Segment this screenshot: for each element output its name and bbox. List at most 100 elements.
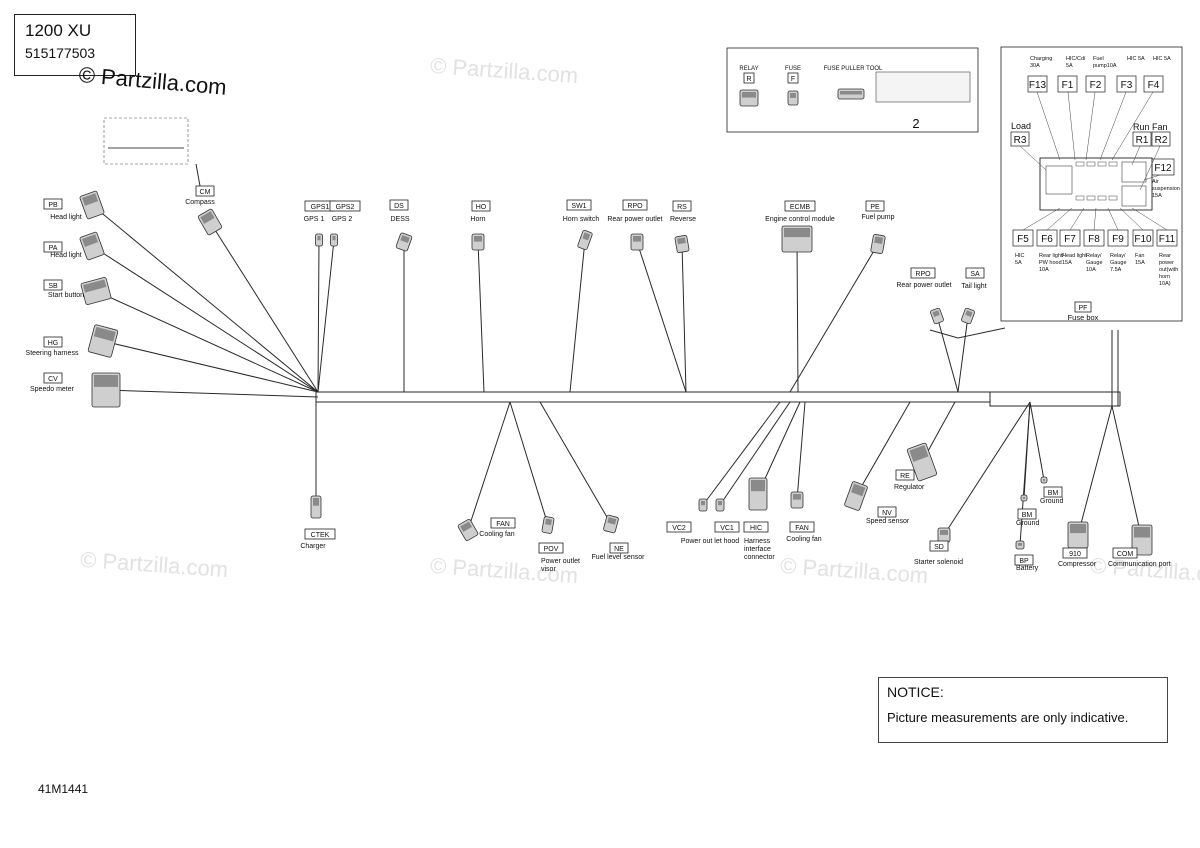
- code-box: [566, 199, 592, 211]
- connector-label-rpo1: Rear power outlet: [607, 216, 662, 223]
- connector-label-hg: Steering harness: [26, 350, 79, 357]
- plug-detail: [93, 326, 116, 342]
- relay-slot: [1151, 131, 1171, 147]
- connector-hic: [748, 477, 768, 511]
- connector-ds: [395, 232, 413, 252]
- connector-pov: [541, 516, 555, 534]
- connector-bm1: [1040, 476, 1048, 484]
- connector-label-hic: connector: [744, 554, 775, 561]
- part-number: 515177503: [25, 45, 96, 61]
- connector-pe: [870, 234, 886, 254]
- fuse-rating: HIC: [1015, 253, 1025, 259]
- code-box: [1014, 554, 1034, 566]
- fuse-icon: [787, 90, 799, 106]
- branch-wire-com: [1111, 405, 1143, 541]
- connector-code-gps2: GPS2: [336, 204, 355, 211]
- plug-detail: [909, 445, 929, 462]
- fuse-rating: Head light: [1062, 253, 1087, 259]
- plug-detail: [940, 530, 948, 535]
- code-box: [965, 267, 985, 279]
- connector-gps2: [330, 233, 338, 247]
- connector-code-hic: HIC: [750, 525, 762, 532]
- branch-wire-pov: [509, 401, 549, 526]
- code-box: [1043, 486, 1063, 498]
- fuse-leader-line: [1131, 207, 1168, 231]
- plug-detail: [582, 232, 591, 241]
- connector-ne: [603, 514, 619, 534]
- fuse-rating: 10A: [1039, 267, 1049, 273]
- legend-label: FUSE: [785, 66, 801, 72]
- fuse-socket: [1075, 195, 1085, 201]
- code-box: [865, 200, 885, 212]
- connector-label-cv: Speedo meter: [30, 386, 75, 393]
- connector-code-bm1: BM: [1048, 490, 1059, 497]
- plug-detail: [474, 236, 482, 242]
- compass-detail-inset: [103, 117, 189, 165]
- connector-rs: [674, 234, 690, 254]
- fuse-slot: [1027, 75, 1048, 93]
- connector-label-rpo2: Rear power outlet: [896, 282, 951, 289]
- connector-code-bp: BP: [1019, 558, 1029, 565]
- branch-wire-nv: [855, 401, 911, 497]
- connector-label-pf: Fuse box: [1068, 313, 1099, 322]
- plug-detail: [82, 193, 99, 206]
- code-box: [389, 199, 409, 211]
- code-box: [538, 542, 564, 554]
- connector-code-nv: NV: [882, 510, 892, 517]
- plug-detail: [94, 375, 118, 387]
- legend-label: RELAY: [739, 66, 758, 72]
- plug-detail: [742, 92, 756, 98]
- fuse-rating: 10A): [1159, 281, 1171, 287]
- branch-wire-fan2: [796, 401, 806, 501]
- fuse-socket: [1075, 161, 1085, 167]
- fuse-rating: pump10A: [1093, 63, 1117, 69]
- code-box: [490, 517, 516, 529]
- branch-wire-c910: [1077, 405, 1113, 536]
- fuse-leader-line: [1099, 91, 1127, 161]
- fuse-rating: HIC 5A: [1127, 56, 1145, 62]
- branch-wire-hg: [102, 340, 319, 393]
- relay-code: R1: [1136, 135, 1149, 146]
- plug-detail: [965, 310, 973, 317]
- plug-detail: [784, 228, 810, 238]
- fuse-chart-label-icon: [875, 71, 971, 103]
- connector-re: [906, 442, 938, 482]
- branch-wire-bp: [1019, 401, 1031, 546]
- branch-wire-pb: [91, 204, 319, 393]
- connector-ctek: [310, 495, 322, 519]
- connector-code-sa: SA: [970, 271, 980, 278]
- fuse-code: F8: [1088, 234, 1100, 245]
- connector-label-vc1: Power out let hood: [681, 538, 739, 545]
- plug-detail: [317, 236, 321, 241]
- branch-wire-ecmb: [796, 238, 799, 393]
- fuse-code: F13: [1029, 80, 1047, 91]
- main-trunk-wire: [990, 391, 1121, 406]
- notice-box: NOTICE: Picture measurements are only in…: [878, 677, 1168, 743]
- fuse-rating: 10A: [1086, 267, 1096, 273]
- code-box: [877, 506, 897, 518]
- fuse-socket: [1108, 161, 1118, 167]
- code-box: [1017, 508, 1037, 520]
- connector-sa: [961, 307, 975, 325]
- code-box: [43, 279, 63, 291]
- notice-text: Picture measurements are only indicative…: [887, 710, 1129, 725]
- plug-detail: [1134, 527, 1150, 538]
- connector-label-c910: Compressor: [1058, 561, 1097, 568]
- plug-detail: [400, 234, 410, 243]
- fuse-leader-line: [1143, 174, 1161, 181]
- connector-code-ecmb: ECMB: [790, 204, 811, 211]
- drawing-code: 41M1441: [38, 782, 89, 796]
- fuse-rating: out(with: [1159, 267, 1178, 273]
- fuse-socket: [1097, 195, 1107, 201]
- code-box: [895, 469, 915, 481]
- plug-body: [930, 307, 944, 325]
- connector-ecmb: [781, 225, 813, 253]
- fuse-rating: 15A: [1152, 193, 1162, 199]
- fuse-rating: Air: [1152, 179, 1159, 185]
- branch-wire-gps1: [317, 239, 320, 393]
- plug-body: [603, 514, 619, 534]
- fuse-slot: [1057, 75, 1078, 93]
- code-box: [787, 72, 799, 84]
- plug-detail: [840, 91, 862, 95]
